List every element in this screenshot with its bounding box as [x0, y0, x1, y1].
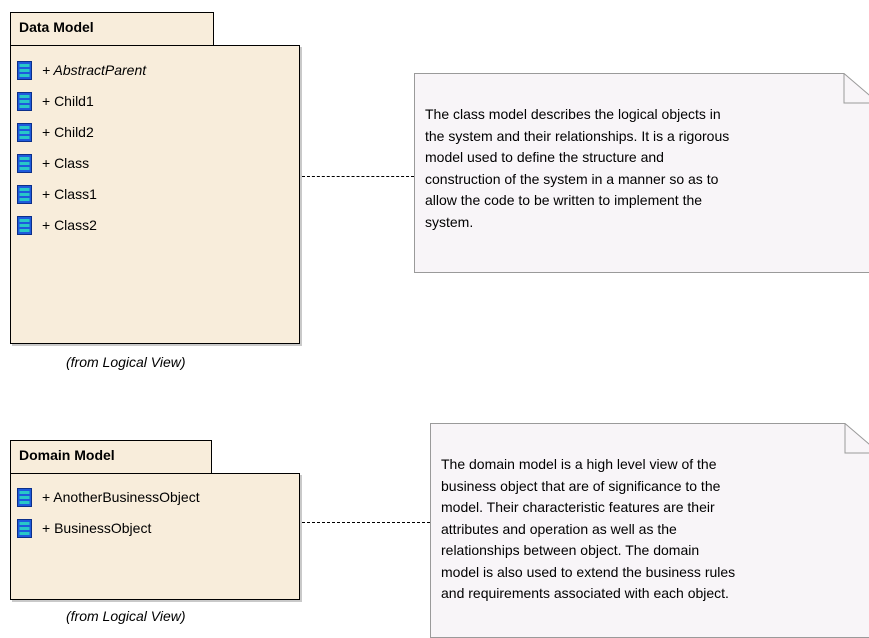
package-item[interactable]: + BusinessObject	[17, 517, 151, 539]
package-item[interactable]: + AbstractParent	[17, 59, 146, 81]
note-connector	[302, 176, 414, 177]
package-tab: Data Model	[10, 12, 214, 46]
class-icon	[17, 153, 32, 173]
package-item[interactable]: + Child2	[17, 121, 94, 143]
class-icon	[17, 487, 32, 507]
package-item[interactable]: + Class	[17, 152, 89, 174]
package-caption: (from Logical View)	[66, 354, 186, 370]
package-item[interactable]: + Child1	[17, 90, 94, 112]
package-title: Domain Model	[19, 447, 115, 463]
note-text: The class model describes the logical ob…	[425, 106, 730, 230]
item-label: + AnotherBusinessObject	[42, 489, 200, 505]
package-caption: (from Logical View)	[66, 608, 186, 624]
package-item[interactable]: + Class2	[17, 214, 97, 236]
class-icon	[17, 122, 32, 142]
item-label: + Child2	[42, 124, 94, 140]
note-connector	[302, 522, 430, 523]
package-body: + AnotherBusinessObject + BusinessObject	[10, 473, 300, 600]
package-title: Data Model	[19, 19, 94, 35]
item-label: + Child1	[42, 93, 94, 109]
item-label: + Class	[42, 155, 90, 171]
item-label: + BusinessObject	[42, 520, 152, 536]
package-body: + AbstractParent + Child1 + Child2	[10, 45, 300, 344]
class-icon	[17, 215, 32, 235]
class-icon	[17, 518, 32, 538]
package-tab: Domain Model	[10, 440, 212, 474]
item-label: + AbstractParent	[42, 62, 147, 78]
note-shape	[414, 73, 869, 273]
item-label: + Class2	[42, 217, 97, 233]
package-data-model[interactable]: Data Model + AbstractParent + Child1	[10, 12, 300, 344]
note-text: The domain model is a high level view of…	[441, 456, 736, 601]
package-domain-model[interactable]: Domain Model + AnotherBusinessObject + B…	[10, 440, 300, 600]
package-item[interactable]: + Class1	[17, 183, 97, 205]
note[interactable]: The domain model is a high level view of…	[430, 423, 869, 638]
class-icon	[17, 91, 32, 111]
item-label: + Class1	[42, 186, 97, 202]
note[interactable]: The class model describes the logical ob…	[414, 73, 869, 273]
class-icon	[17, 60, 32, 80]
note-shape	[430, 423, 869, 638]
package-item[interactable]: + AnotherBusinessObject	[17, 486, 200, 508]
class-icon	[17, 184, 32, 204]
